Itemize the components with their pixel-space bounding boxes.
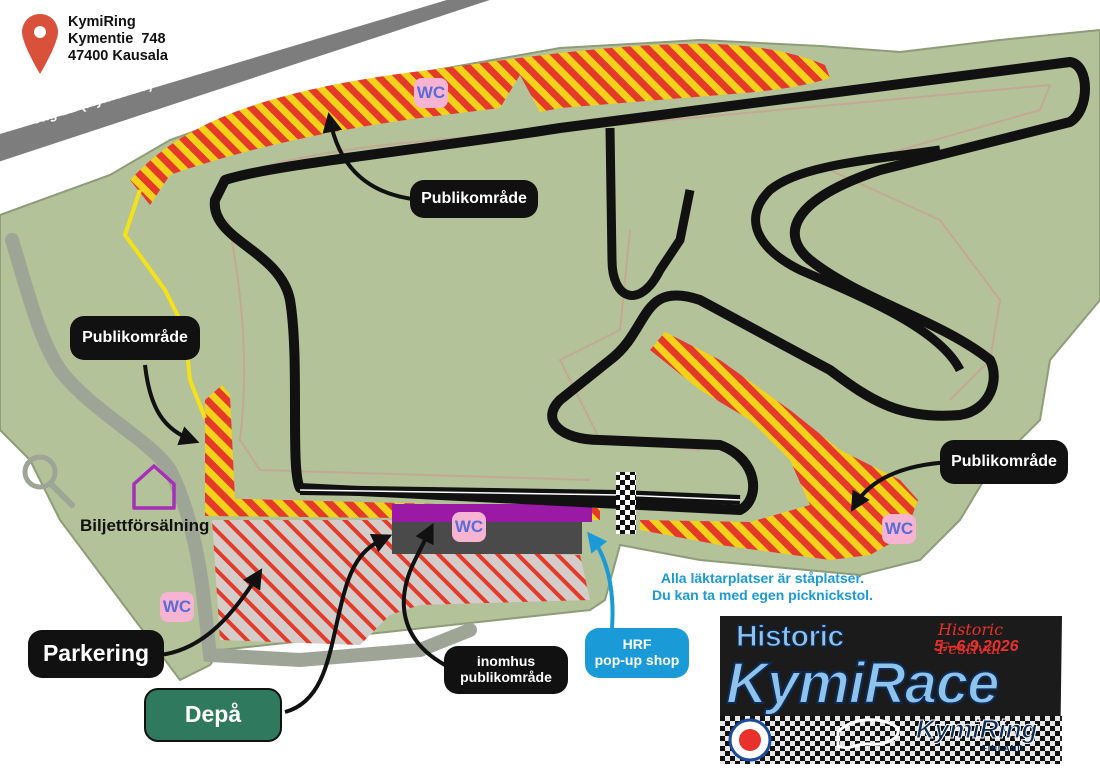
wc-marker-top: WC (414, 78, 448, 108)
hrf-line2: pop-up shop (594, 652, 680, 668)
race-track (209, 57, 1090, 515)
standing-note: Alla läktarplatser är ståplatser. Du kan… (652, 570, 873, 604)
map-pin-icon (22, 14, 58, 74)
label-inomhus-publikomrade: inomhus publikområde (444, 646, 568, 694)
magnifier-icon (22, 454, 75, 508)
label-publikomrade-top: Publikområde (410, 180, 538, 218)
indoor-roof-purple (392, 504, 592, 522)
house-outline-icon (132, 464, 176, 510)
label-biljettforsaljning: Biljettförsälning (80, 516, 210, 535)
address-name: KymiRing (68, 14, 136, 30)
label-publikomrade-left: Publikområde (70, 316, 200, 360)
spectator-zone-right (640, 332, 918, 560)
inomhus-line1: inomhus (476, 653, 536, 670)
inomhus-line2: publikområde (460, 669, 552, 685)
arrow-publikomrade-left (143, 364, 200, 446)
logo-finland: FINLAND (982, 744, 1025, 753)
arrow-parkering (159, 568, 263, 657)
parking-area (212, 520, 590, 645)
arrow-hrf (587, 531, 615, 629)
wc-marker-parking: WC (160, 592, 194, 622)
spectator-zone-top (130, 43, 830, 205)
logo-kymirace: KymiRace (725, 650, 1000, 717)
logo-kymiring: KymiRing (915, 714, 1038, 745)
access-road (5, 233, 477, 668)
wc-marker-right: WC (882, 514, 916, 544)
track-outline-icon (836, 718, 900, 750)
yellow-boundary (122, 189, 207, 419)
logo-historic: Historic (735, 619, 844, 653)
historic-kymirace-logo: Historic KymiRace Historic Festival 5.–6… (720, 616, 1062, 764)
note-line2: Du kan ta med egen picknickstol. (652, 587, 873, 603)
track-connector (605, 127, 695, 300)
label-parkering: Parkering (28, 630, 164, 678)
address-block: KymiRing Kymentie 748 47400 Kausala (68, 14, 168, 65)
arrow-publikomrade-right (850, 460, 951, 512)
road-vag-12 (0, 0, 490, 162)
address-city: 47400 Kausala (68, 48, 168, 64)
label-hrf-popup-shop: HRF pop-up shop (585, 628, 689, 678)
logo-date: 5.–6.9.2026 (934, 638, 1019, 655)
logo-festival: Historic Festival (938, 620, 1004, 658)
note-line1: Alla läktarplatser är ståplatser. (660, 570, 865, 586)
wc-marker-indoor: WC (452, 512, 486, 542)
label-publikomrade-right: Publikområde (940, 440, 1068, 484)
address-street: Kymentie 748 (68, 31, 166, 47)
hrf-line1: HRF (622, 636, 652, 653)
label-depa: Depå (144, 688, 282, 742)
track-inner-loop (751, 145, 965, 373)
arrow-inomhus (401, 522, 446, 667)
arrow-publikomrade-top (322, 112, 421, 202)
spectator-zone-left-vertical (205, 385, 235, 515)
arrow-depa (284, 534, 393, 714)
finish-line (616, 472, 636, 534)
